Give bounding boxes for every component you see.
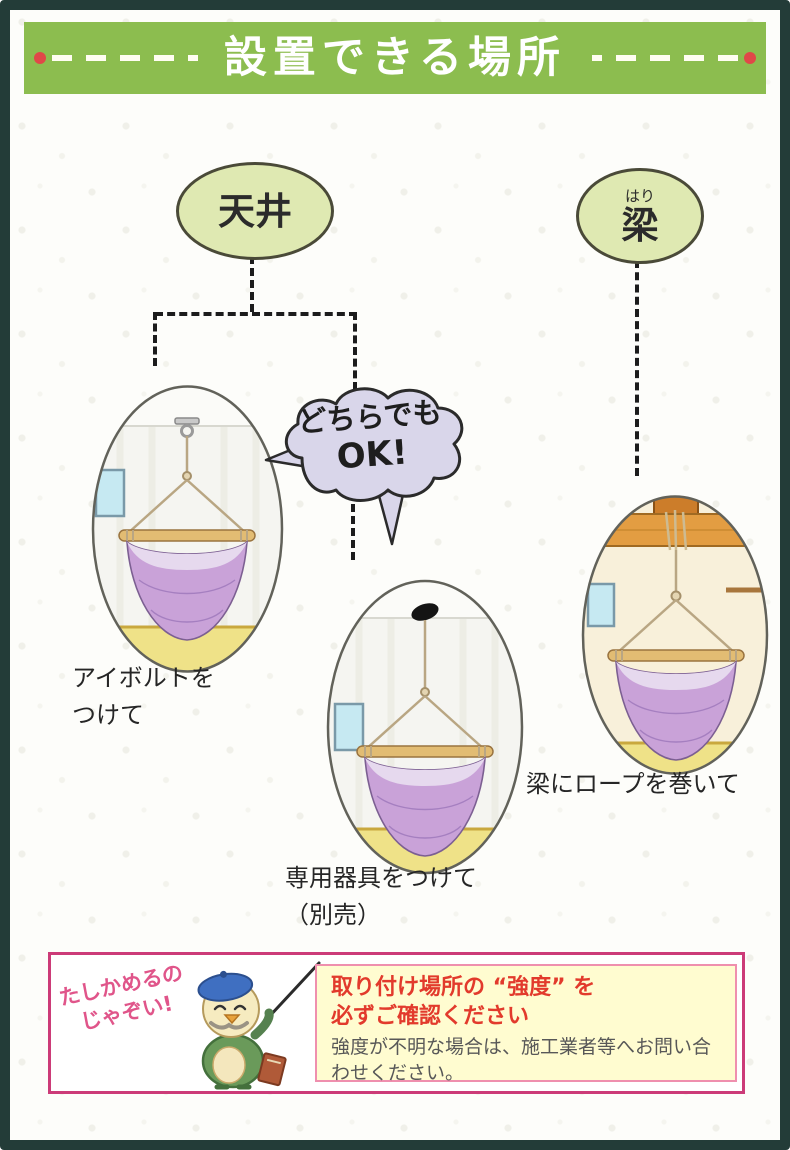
caption-fitting-line2: （別売）	[285, 901, 381, 930]
ceiling-option-label: 天井	[218, 189, 292, 233]
connector-middle-branch-down-lower	[351, 504, 355, 560]
ceiling-option-bubble: 天井	[176, 162, 334, 260]
page-title: 設置できる場所	[223, 32, 567, 83]
decorative-dash-right	[592, 52, 756, 64]
caption-eyebolt: アイボルトを つけて	[72, 660, 215, 734]
either-ok-cloud-bubble	[260, 376, 482, 548]
beam-option-label: 梁	[621, 203, 659, 247]
warning-body: 強度が不明な場合は、施工業者等へお問い合 わせください。	[331, 1035, 721, 1086]
strength-notice-box: たしかめるの じゃぞい!	[48, 952, 745, 1094]
beam-rope-illustration	[580, 494, 770, 776]
ceiling-eyebolt-illustration	[90, 384, 285, 674]
warning-body-line1: 強度が不明な場合は、施工業者等へお問い合	[331, 1036, 712, 1059]
caption-fitting: 専用器具をつけて （別売）	[285, 860, 477, 934]
warning-body-line2: わせください。	[331, 1061, 465, 1084]
connector-branch-horizontal	[155, 312, 357, 316]
caption-eyebolt-line2: つけて	[72, 701, 144, 730]
warning-title-line1: 取り付け場所の “強度” を	[331, 975, 596, 1000]
warning-title: 取り付け場所の “強度” を 必ずご確認ください	[331, 974, 721, 1031]
caption-beam-line1: 梁にロープを巻いて	[526, 770, 740, 798]
strength-warning-panel: 取り付け場所の “強度” を 必ずご確認ください 強度が不明な場合は、施工業者等…	[315, 964, 737, 1084]
caption-eyebolt-line1: アイボルトを	[72, 664, 215, 692]
beam-furigana: はり	[624, 186, 655, 205]
red-dot-left	[34, 52, 46, 64]
caption-beam: 梁にロープを巻いて	[526, 766, 740, 803]
connector-middle-branch-down	[353, 312, 357, 390]
caption-fitting-line1: 専用器具をつけて	[285, 864, 477, 892]
warning-title-line2: 必ずご確認ください	[331, 1003, 530, 1029]
header-banner: 設置できる場所	[24, 22, 766, 94]
connector-ceiling-down	[250, 256, 254, 312]
professor-character-illustration	[167, 957, 327, 1093]
pointer-stick	[265, 961, 321, 1021]
connector-beam-down	[635, 260, 639, 476]
cloud-tail-bottom	[376, 488, 406, 546]
decorative-dash-left	[34, 52, 198, 64]
either-ok-text: どちらでも OK!	[258, 392, 485, 483]
ceiling-fitting-illustration	[325, 578, 525, 876]
beam-option-bubble: はり 梁	[576, 168, 704, 264]
red-dot-right	[744, 52, 756, 64]
connector-left-branch-down	[153, 312, 157, 366]
